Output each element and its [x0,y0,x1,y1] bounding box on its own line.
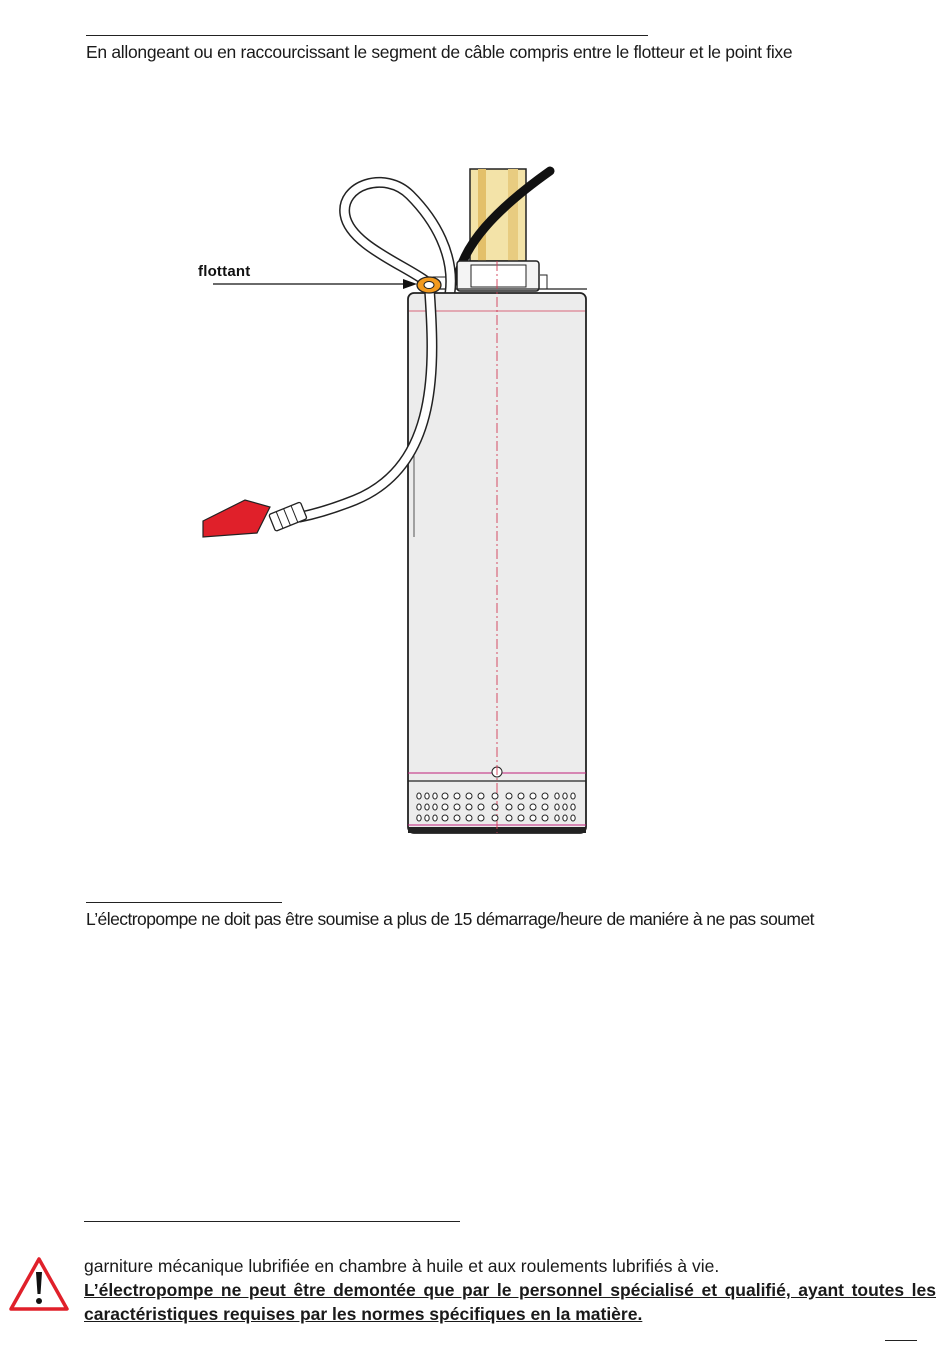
section-rule-2 [86,902,282,903]
paragraph-float-adjustment: En allongeant ou en raccourcissant le se… [86,42,793,62]
float-label: flottant [198,263,251,280]
section-rule-3 [84,1221,460,1222]
maintenance-notice: garniture mécanique lubrifiée en chambre… [84,1254,936,1326]
paragraph-starts-per-hour: L’électropompe ne doit pas être soumise … [86,909,815,929]
pump-body [407,261,587,834]
float-ring [416,276,442,294]
intake-grid [416,792,576,822]
maintenance-warning: L’électropompe ne peut être demontée que… [84,1280,936,1324]
discharge-pipe [469,168,527,262]
cable-connector [268,501,308,532]
maintenance-line: garniture mécanique lubrifiée en chambre… [84,1256,720,1276]
float-pointer-arrow [213,279,417,289]
pump-illustration: flottant [195,165,595,835]
section-rule-1 [86,35,648,36]
page-footer-mark [885,1340,917,1341]
pump-drawing [202,166,587,834]
warning-triangle-icon [8,1256,70,1312]
red-cable-end [202,499,271,538]
